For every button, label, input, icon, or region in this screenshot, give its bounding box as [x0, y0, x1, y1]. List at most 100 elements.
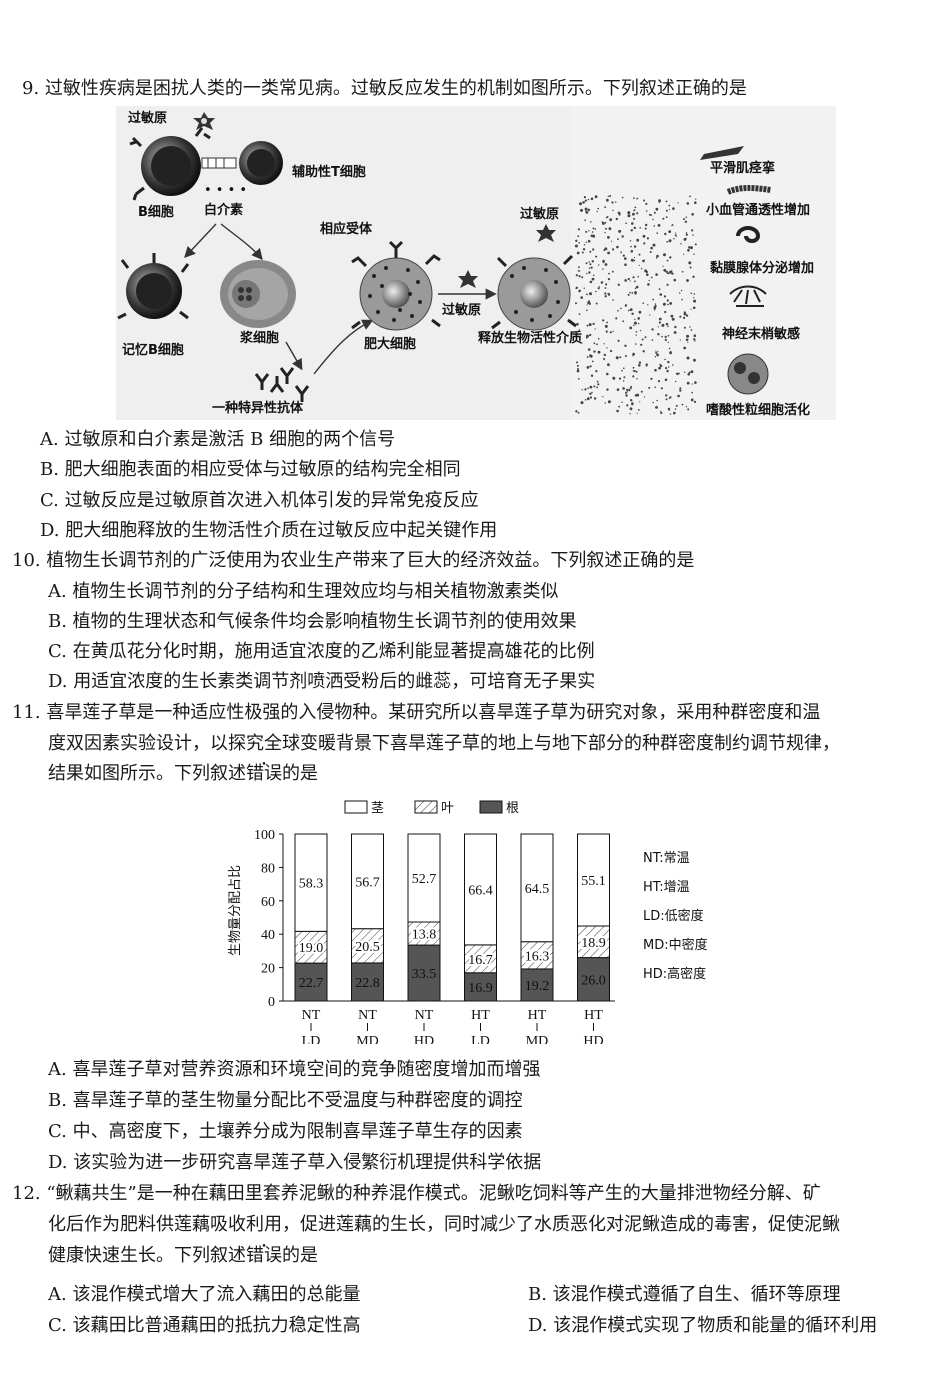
mediator-dots	[574, 195, 697, 415]
q11-stem-pre: 结果如图所示。下列叙述	[48, 763, 246, 784]
question-12-stem-line1: 12. “鳅藕共生”是一种在藕田里套养泥鳅的种养混作模式。泥鳅吃饲料等产生的大量…	[12, 1183, 821, 1204]
bar-segment	[577, 925, 610, 959]
dots: • • • •	[204, 183, 247, 198]
nerve-icon	[729, 285, 767, 307]
mast-cell-icon	[351, 240, 441, 331]
b-cell-label: B细胞	[138, 204, 174, 220]
data-label: 22.8	[355, 976, 380, 991]
q12-emph-text: 错误	[246, 1245, 282, 1266]
bar-segment	[464, 944, 497, 974]
release-label: 释放生物活性介质	[478, 330, 582, 346]
y-tick-label: 40	[261, 928, 275, 943]
data-label: 22.7	[299, 976, 324, 991]
data-label: 52.7	[412, 872, 437, 887]
q12-option-c: C. 该藕田比普通藕田的抵抗力稳定性高	[48, 1315, 361, 1336]
abbreviation-label: HD:高密度	[643, 966, 706, 982]
bar-segment	[520, 968, 554, 1002]
effect-label-5: 嗜酸性粒细胞活化	[706, 402, 810, 418]
data-label: 16.9	[468, 981, 493, 996]
x-tick-label-top: HT	[584, 1008, 603, 1023]
legend-swatch	[344, 800, 368, 814]
bar-segment	[407, 833, 441, 923]
gland-icon	[736, 226, 761, 243]
data-label: 18.9	[581, 936, 606, 951]
abbreviation-label: LD:低密度	[643, 908, 704, 924]
x-tick-label-top: HT	[471, 1008, 490, 1023]
bar-segment	[407, 944, 441, 1002]
bar-segment	[294, 962, 328, 1002]
data-label: 16.7	[468, 953, 493, 968]
allergen-icon-right	[536, 224, 556, 242]
y-tick-label: 20	[261, 962, 275, 977]
question-11-stem-line1: 11. 喜旱莲子草是一种适应性极强的入侵物种。某研究所以喜旱莲子草为研究对象，采…	[12, 702, 821, 723]
data-label: 19.0	[299, 941, 324, 956]
y-tick-label: 80	[261, 861, 275, 876]
question-12-stem-line3: 健康快速生长。下列叙述错误的是	[48, 1241, 318, 1271]
bar-segment	[351, 962, 384, 1002]
memory-b-cell-icon	[117, 253, 190, 320]
q10-option-b: B. 植物的生理状态和气候条件均会影响植物生长调节剂的使用效果	[48, 611, 577, 632]
helper-t-cell-icon	[201, 141, 283, 185]
legend-label: 根	[506, 801, 519, 816]
y-axis-label: 生物量分配占比	[228, 865, 243, 956]
q10-option-a: A. 植物生长调节剂的分子结构和生理效应均与相关植物激素类似	[48, 581, 559, 602]
bar-segment	[294, 833, 328, 932]
q12-stem-emphasis: 错误	[246, 1245, 282, 1266]
bar-segment	[577, 833, 610, 927]
question-9-stem: 9. 过敏性疾病是困扰人类的一类常见病。过敏反应发生的机制如图所示。下列叙述正确…	[22, 78, 747, 99]
data-label: 13.8	[412, 928, 437, 943]
effect-label-1: 平滑肌痉挛	[710, 160, 775, 176]
x-tick-label-bottom: MD	[356, 1034, 379, 1044]
data-label: 16.3	[525, 949, 550, 964]
q11-option-b: B. 喜旱莲子草的茎生物量分配比不受温度与种群密度的调控	[48, 1090, 523, 1111]
bar-segment	[464, 972, 497, 1002]
receptor-label: 相应受体	[320, 221, 373, 237]
allergen-icon	[193, 112, 215, 130]
x-tick-label-bottom: HD	[414, 1034, 434, 1044]
memory-b-label: 记忆B细胞	[122, 342, 184, 358]
q9-option-a: A. 过敏原和白介素是激活 B 细胞的两个信号	[40, 429, 396, 450]
x-tick-label-top: NT	[302, 1008, 321, 1023]
legend-label: 叶	[441, 801, 454, 816]
b-cell-icon	[129, 127, 211, 201]
q11-option-d: D. 该实验为进一步研究喜旱莲子草入侵繁衍机理提供科学依据	[48, 1152, 542, 1173]
activated-mast-cell-icon	[491, 254, 577, 331]
data-label: 20.5	[355, 940, 380, 955]
x-tick-label-bottom: HD	[583, 1034, 603, 1044]
vessel-icon	[726, 185, 772, 195]
q12-option-a: A. 该混作模式增大了流入藕田的总能量	[48, 1284, 361, 1305]
q9-option-b: B. 肥大细胞表面的相应受体与过敏原的结构完全相同	[40, 459, 461, 480]
bar-segment	[464, 833, 497, 946]
q9-option-d: D. 肥大细胞释放的生物活性介质在过敏反应中起关键作用	[40, 520, 498, 541]
y-tick-label: 0	[268, 995, 275, 1010]
chart-bars: 22.719.058.3NTLD22.820.556.7NTMD33.513.8…	[294, 833, 610, 1044]
q11-emph-text: 错误	[246, 763, 282, 784]
q9-option-c: C. 过敏反应是过敏原首次进入机体引发的异常免疫反应	[40, 490, 479, 511]
bar-segment	[520, 833, 554, 943]
bar-segment	[577, 957, 610, 1002]
question-11-stem-line2: 度双因素实验设计，以探究全球变暖背景下喜旱莲子草的地上与地下部分的种群密度制约调…	[48, 733, 840, 754]
allergen-label-top: 过敏原	[128, 110, 167, 126]
q12-option-d: D. 该混作模式实现了物质和能量的循环利用	[528, 1315, 878, 1336]
legend-swatch	[414, 800, 438, 814]
y-tick-label: 60	[261, 895, 275, 910]
q10-option-d: D. 用适宜浓度的生长素类调节剂喷洒受粉后的雌蕊，可培育无子果实	[48, 671, 596, 692]
question-10-stem: 10. 植物生长调节剂的广泛使用为农业生产带来了巨大的经济效益。下列叙述正确的是	[12, 550, 695, 571]
effect-label-2: 小血管通透性增加	[706, 202, 810, 218]
data-label: 66.4	[468, 883, 493, 898]
x-tick-label-top: NT	[358, 1008, 377, 1023]
effect-label-4: 神经末梢敏感	[722, 326, 800, 342]
interleukin-label: 白介素	[204, 202, 243, 218]
data-label: 55.1	[581, 874, 606, 889]
q12-stem-post: 的是	[282, 1245, 318, 1266]
bar-segment	[294, 930, 328, 964]
q10-option-c: C. 在黄瓜花分化时期，施用适宜浓度的乙烯利能显著提高雄花的比例	[48, 641, 595, 662]
plasma-label: 浆细胞	[239, 330, 279, 346]
q11-stem-post: 的是	[282, 763, 318, 784]
q11-option-a: A. 喜旱莲子草对营养资源和环境空间的竞争随密度增加而增强	[48, 1059, 541, 1080]
allergen-label-mid: 过敏原	[520, 206, 559, 222]
question-11-stem-line3: 结果如图所示。下列叙述错误的是	[48, 759, 318, 789]
data-label: 26.0	[581, 973, 606, 988]
